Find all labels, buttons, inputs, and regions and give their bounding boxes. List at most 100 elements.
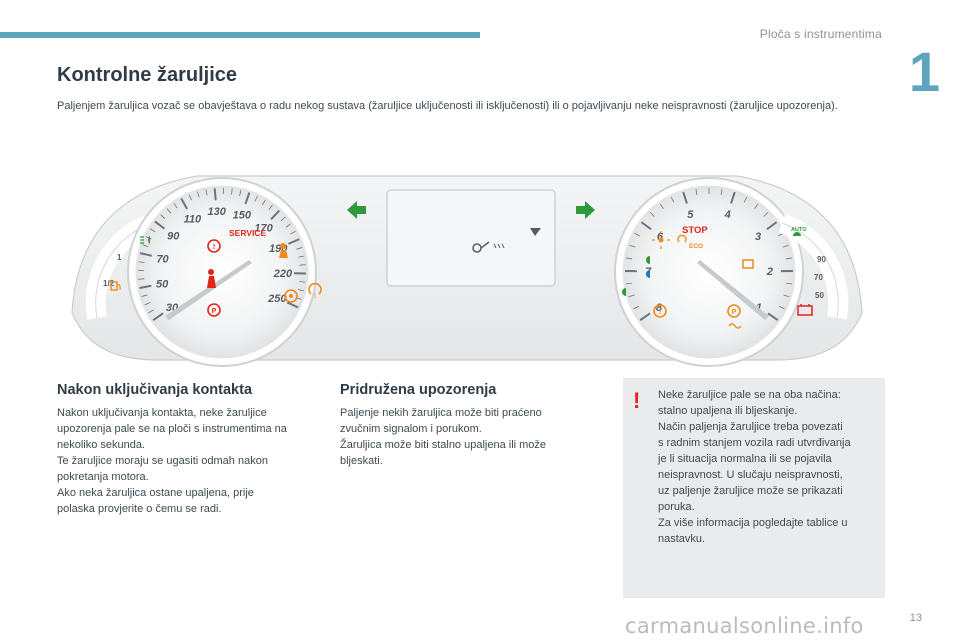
watermark: carmanualsonline.info [625, 614, 864, 638]
speedometer-tick [160, 214, 166, 220]
right-auxiliary-gauge [778, 213, 849, 320]
speedometer-label: 250 [267, 293, 287, 305]
speedometer-label: 130 [208, 206, 227, 218]
right-gauge-label-90: 90 [817, 255, 826, 264]
tachometer-tick [649, 211, 655, 217]
speedometer-tick [188, 194, 192, 201]
electric-parking-icon: P [727, 304, 741, 318]
glow-plug-icon [728, 323, 742, 329]
speedometer-tick [213, 188, 217, 201]
tachometer-label: 8 [656, 302, 663, 314]
main-beam-icon [646, 270, 650, 278]
speedometer-label: 150 [233, 209, 252, 221]
speedometer-tick [270, 209, 281, 221]
airbag-icon [279, 243, 288, 258]
speedometer-tick [197, 191, 200, 198]
section-after-ignition-title: Nakon uključivanja kontakta [57, 382, 253, 398]
text-line: polaska provjerite o čemu se radi. [57, 503, 222, 515]
speedometer-tick [261, 199, 266, 206]
display-arrow-icon [530, 228, 541, 236]
speedometer-tick [287, 238, 300, 245]
tachometer-tick [785, 257, 792, 260]
tachometer-tick [763, 211, 769, 217]
tachometer-tick [730, 191, 736, 204]
warning-note-box: ! Neke žaruljice pale se na oba načina: … [623, 378, 885, 598]
speedometer-tick [290, 230, 296, 235]
speedometer-tick [139, 284, 152, 290]
speedometer-label: 170 [254, 222, 273, 234]
speedometer-tick [173, 202, 178, 209]
tachometer-tick [695, 188, 698, 196]
tachometer-tick [670, 196, 675, 203]
tachometer-label: 4 [724, 209, 731, 221]
stop-label: STOP [682, 225, 708, 236]
svg-text:P: P [732, 309, 737, 316]
svg-text:!: ! [314, 294, 316, 300]
service-wrench-icon [284, 289, 298, 303]
warning-sign-icon: ! [653, 304, 667, 318]
tachometer-label: 2 [766, 266, 773, 278]
speedometer-tick [154, 220, 166, 230]
turn-signal-left-icon [347, 201, 366, 219]
speedometer-tick [139, 252, 153, 257]
text-line: Ako neka žaruljica ostane upaljena, prij… [57, 487, 254, 499]
speedometer-tick [141, 294, 148, 297]
tachometer-tick [782, 244, 789, 248]
center-display [386, 189, 556, 287]
left-gauge-label-1: 1 [117, 253, 122, 262]
speedometer-tick [280, 216, 286, 222]
exclamation-icon: ! [633, 388, 641, 413]
text-line: poruka. [658, 501, 695, 513]
text-line: Te žaruljice moraju se ugasiti odmah nak… [57, 455, 268, 467]
tachometer-tick [629, 244, 636, 248]
service-label: SERVICE [229, 228, 266, 238]
speedometer-tick [138, 261, 145, 263]
turn-signal-right-icon [576, 201, 595, 219]
speedometer-tick [297, 289, 304, 292]
tachometer-tick [626, 257, 633, 260]
tachometer-tick [625, 282, 632, 285]
text-line: Neke žaruljice pale se na oba načina: [658, 389, 841, 401]
text-line: upozorenja pale se na ploči s instrument… [57, 423, 287, 435]
speedometer-tick [254, 195, 258, 202]
text-line: bljeskati. [340, 455, 383, 467]
speedometer-tick [152, 312, 164, 321]
text-line: pokretanja motora. [57, 471, 149, 483]
tachometer-tick [778, 305, 785, 310]
speedometer-label: 110 [184, 214, 202, 226]
fuel-pump-icon [110, 281, 121, 291]
text-line: nekoliko sekunda. [57, 439, 146, 451]
speedometer-tick [231, 188, 233, 195]
intro-paragraph: Paljenjem žaruljica vozač se obavještava… [57, 100, 838, 112]
speedometer-tick [299, 281, 306, 283]
note-text: Neke žaruljice pale se na oba načina: st… [658, 387, 880, 547]
tachometer-tick [767, 312, 779, 321]
auto-label: AUTO [791, 227, 807, 233]
text-line: Za više informacija pogledajte tablice u [658, 517, 848, 529]
tachometer-tick [628, 294, 635, 298]
speedometer-needle [165, 260, 252, 320]
speedometer-tick [285, 223, 292, 228]
tachometer-tick [720, 188, 723, 196]
speedometer-tick [138, 278, 145, 280]
text-line: Paljenje nekih žaruljica može biti praće… [340, 407, 542, 419]
tachometer-label: 5 [687, 209, 694, 221]
speedometer-tick [205, 189, 208, 196]
tachometer-tick [743, 196, 748, 203]
tachometer-tick [754, 203, 759, 209]
tachometer-tick [783, 294, 790, 298]
engine-check-icon [742, 259, 754, 269]
speedometer-tick [296, 247, 303, 250]
rear-fog-icon [622, 288, 626, 296]
tachometer-tick [659, 203, 664, 209]
top-accent-bar [0, 32, 480, 38]
fog-light-icon [652, 231, 670, 249]
tachometer-tick [766, 221, 778, 231]
speedometer-tick [244, 192, 251, 205]
seatbelt-icon [207, 269, 216, 288]
svg-text:!: ! [213, 244, 215, 251]
text-line: Način paljenja žaruljice treba povezati [658, 421, 843, 433]
speedometer-label: 90 [167, 230, 180, 242]
